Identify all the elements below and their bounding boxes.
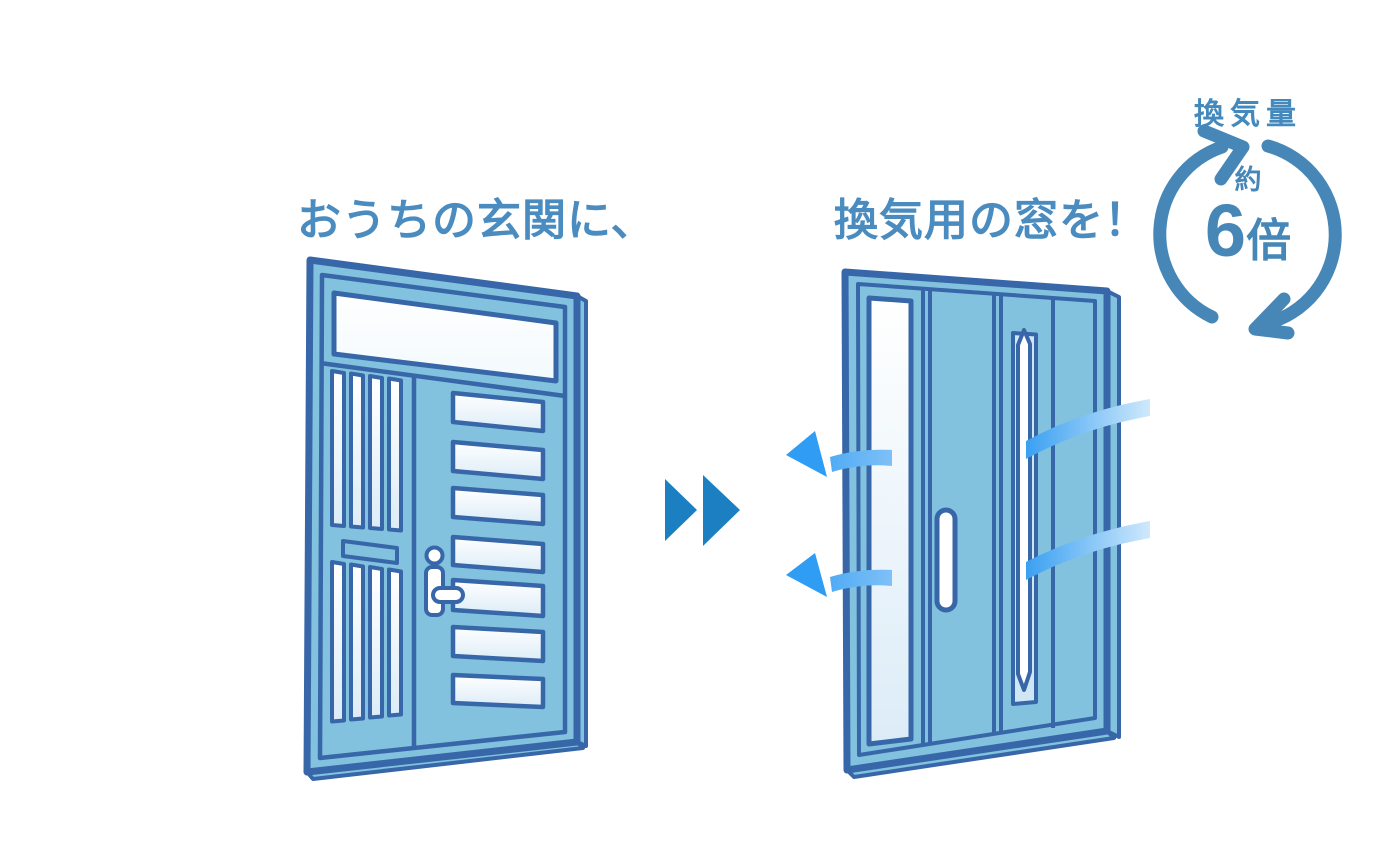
- airflow-in-bands: [1026, 399, 1150, 580]
- badge-value-group: 約 6 倍: [1148, 166, 1348, 268]
- door-slats: [450, 390, 546, 710]
- badge-approx: 約: [1234, 165, 1262, 195]
- door-handle: [424, 545, 465, 617]
- door-pull-handle: [934, 507, 958, 613]
- closed-door-illustration: [303, 256, 588, 781]
- sidelight-window: [866, 295, 914, 747]
- ventilation-door-illustration: [786, 268, 1150, 779]
- airflow-out-arrows: [786, 431, 892, 597]
- left-caption: おうちの玄関に、: [297, 196, 656, 245]
- mail-slot: [341, 539, 399, 565]
- transom-window: [331, 290, 559, 384]
- sidelight-slats: [330, 369, 403, 724]
- badge-title: 換気量: [1194, 98, 1302, 131]
- vent-window: [1011, 328, 1038, 706]
- badge-value: 6: [1204, 189, 1247, 273]
- right-caption: 換気用の窓を！: [834, 196, 1149, 245]
- ventilation-badge: 換気量 約 6 倍: [1148, 100, 1348, 345]
- fast-forward-icon: [665, 475, 740, 546]
- clockwise-circulation-arrows-icon: [1153, 124, 1342, 340]
- open-vent-pane: [1016, 328, 1032, 692]
- badge-unit: 倍: [1246, 215, 1292, 267]
